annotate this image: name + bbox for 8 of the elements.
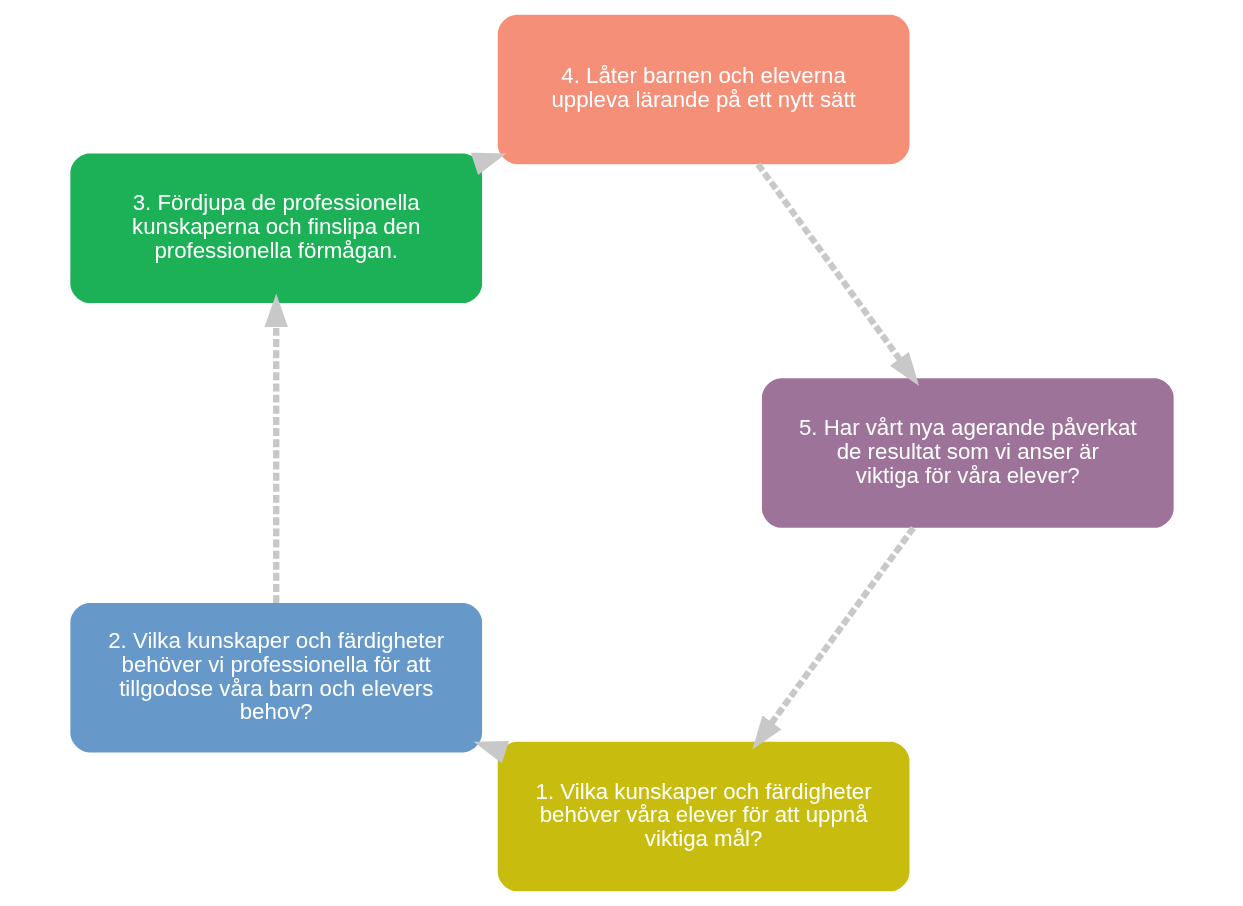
arrow (264, 293, 288, 603)
arrow (751, 526, 916, 750)
node-box: 5. Har vårt nya agerande påverkat de resultat som vi anser är viktiga för våra elever? (761, 378, 1174, 528)
arrow (470, 152, 506, 176)
arrow (473, 741, 509, 764)
arrow (754, 162, 919, 386)
node-box: 4. Låter barnen och eleverna uppleva lärande på ett nytt sätt (497, 14, 909, 165)
node-box: 2. Vilka kunskaper och färdigheter behöver vi professionella för att tillgodose våra barn och elevers behov? (69, 603, 482, 753)
